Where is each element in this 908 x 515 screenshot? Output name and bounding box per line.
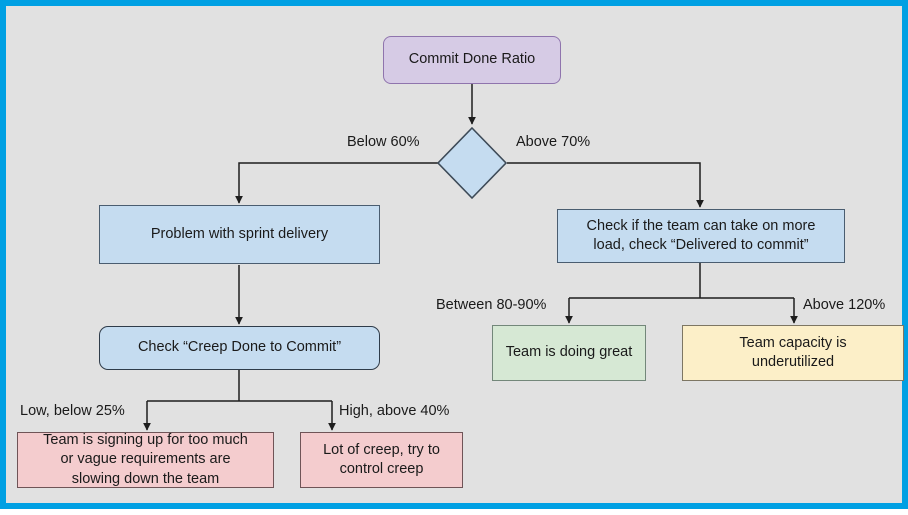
edge-label-between-80-90: Between 80-90%	[436, 297, 547, 313]
edge-label-above-70: Above 70%	[516, 134, 591, 150]
edge-label-below-60: Below 60%	[347, 134, 420, 150]
edge-decision-above70	[507, 162, 704, 208]
node-check-creep-done-to-commit[interactable]: Check “Creep Done to Commit”	[99, 326, 380, 370]
diagram-stage: Commit Done Ratio Problem with sprint de…	[6, 6, 904, 503]
node-commit-done-ratio[interactable]: Commit Done Ratio	[383, 36, 561, 84]
node-decision-diamond[interactable]	[436, 126, 508, 200]
node-signing-up-too-much[interactable]: Team is signing up for too much or vague…	[17, 432, 274, 488]
edge-label-low-below-25: Low, below 25%	[20, 403, 125, 419]
node-team-is-doing-great[interactable]: Team is doing great	[492, 325, 646, 381]
node-check-take-more-load[interactable]: Check if the team can take on more load,…	[557, 209, 845, 263]
edge-label-above-120: Above 120%	[803, 297, 886, 313]
edge-label-high-above-40: High, above 40%	[339, 403, 450, 419]
node-team-capacity-underutilized[interactable]: Team capacity is underutilized	[682, 325, 904, 381]
node-problem-with-sprint-delivery[interactable]: Problem with sprint delivery	[99, 205, 380, 264]
node-lot-of-creep[interactable]: Lot of creep, try to control creep	[300, 432, 463, 488]
edge-decision-below60	[235, 162, 438, 204]
diamond-shape	[436, 126, 508, 200]
